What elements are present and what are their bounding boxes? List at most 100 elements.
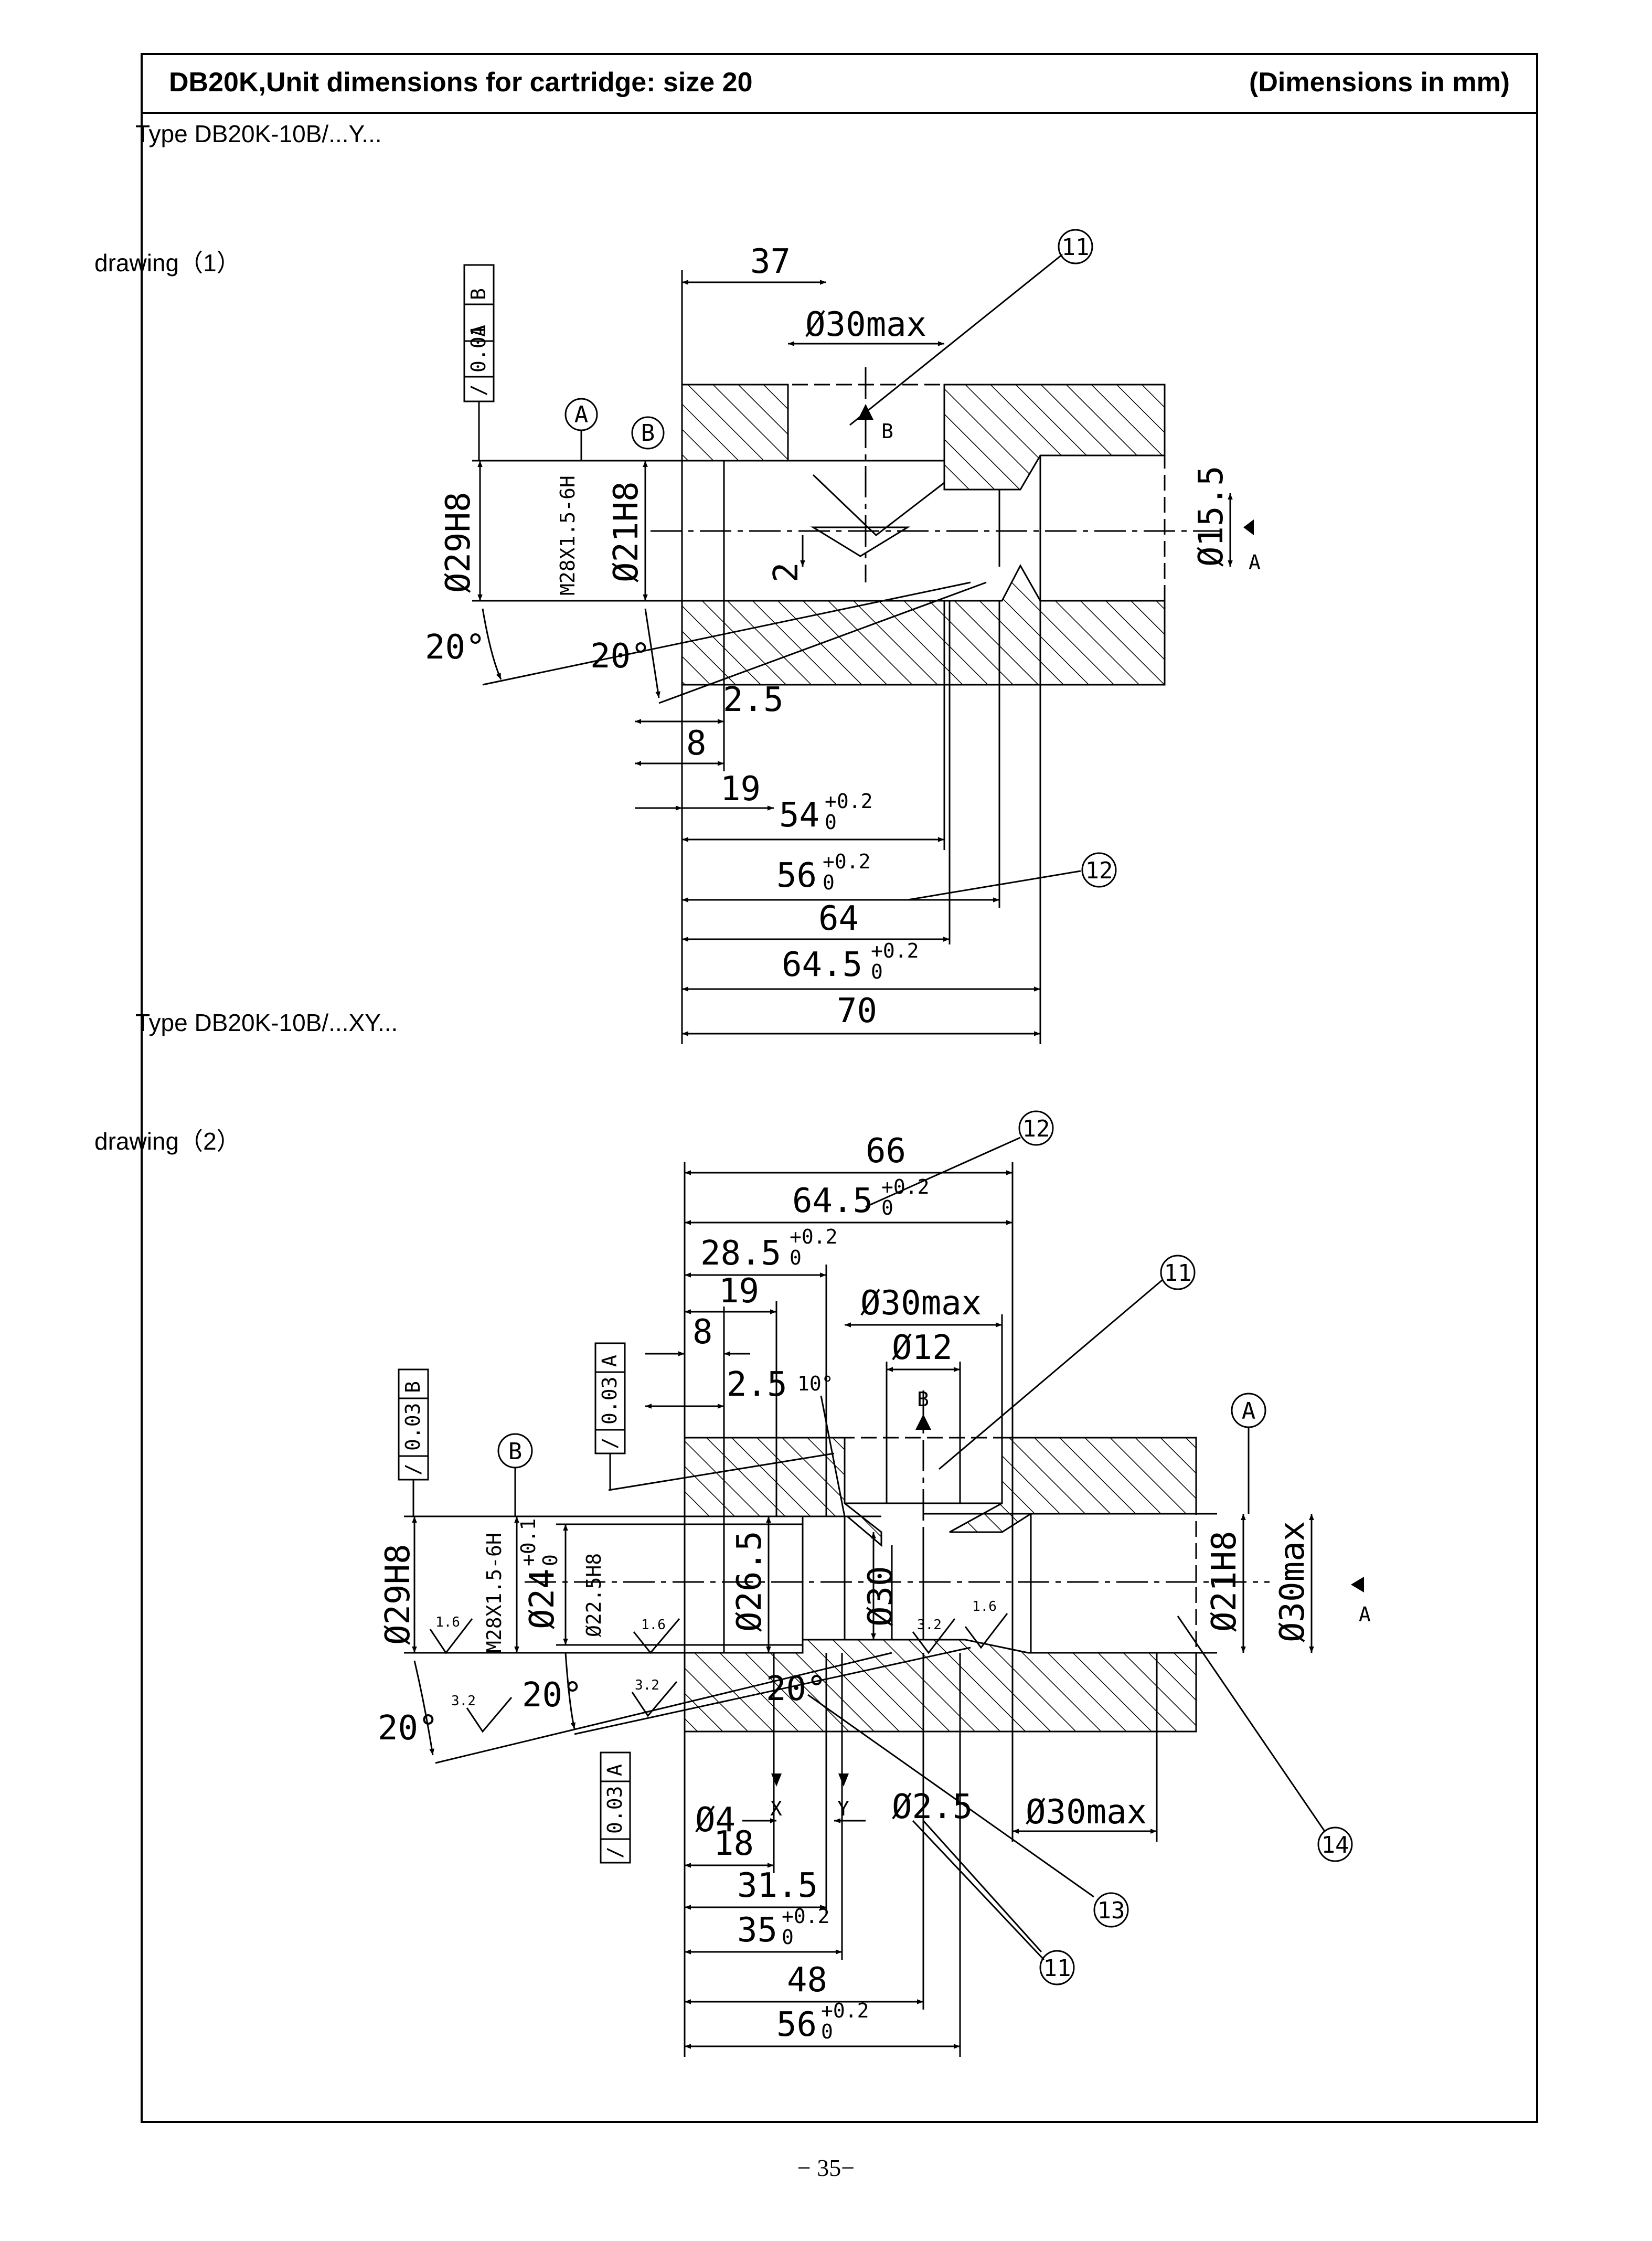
d2-callout-13: 13 bbox=[1097, 1897, 1125, 1924]
d2-dim-64-5-low: 0 bbox=[881, 1196, 893, 1219]
d2-dim-48: 48 bbox=[787, 1961, 827, 2000]
d2-dim-10deg: 10° bbox=[797, 1372, 834, 1395]
d2-fcf1-tol: 0.03 bbox=[401, 1403, 424, 1451]
d2-callout-11a: 11 bbox=[1164, 1260, 1192, 1287]
d1-dim-30max: Ø30max bbox=[805, 305, 926, 344]
d2-rough-3-2c: 3.2 bbox=[635, 1677, 659, 1693]
d1-dim-2: 2 bbox=[767, 562, 806, 582]
d1-fcf-ref1: A bbox=[467, 325, 490, 337]
d1-dim-20a: 20° bbox=[425, 628, 486, 667]
d2-dim-30max-r: Ø30max bbox=[1273, 1521, 1312, 1642]
d1-view-b: B bbox=[881, 420, 893, 443]
d1-cone bbox=[812, 474, 945, 536]
d2-dim-64-5: 64.5 bbox=[792, 1182, 873, 1220]
section2-drawing-label: drawing（2） bbox=[94, 1128, 241, 1155]
d2-port-y: Y bbox=[837, 1797, 849, 1820]
d1-dim-19: 19 bbox=[720, 770, 761, 809]
d1-dim-2-5: 2.5 bbox=[723, 681, 784, 719]
d1-dim-56-tol: +0.2 bbox=[823, 850, 871, 873]
d2-dim-30max-b: Ø30max bbox=[1026, 1793, 1147, 1832]
d2-dim-35-low: 0 bbox=[782, 1926, 794, 1949]
d1-dim-m28: M28X1.5-6H bbox=[556, 475, 579, 596]
d2-dim-8: 8 bbox=[692, 1313, 713, 1352]
d1-dim-64-5: 64.5 bbox=[782, 946, 862, 984]
d1-dim-56-low: 0 bbox=[823, 871, 835, 894]
d2-fcf2-tol: 0.03 bbox=[598, 1376, 621, 1425]
d2-fcf2-sym: / bbox=[598, 1437, 621, 1449]
d1-dim-64: 64 bbox=[818, 899, 859, 938]
d1-dim-29h8: Ø29H8 bbox=[439, 492, 478, 593]
d2-dim-m28: M28X1.5-6H bbox=[483, 1533, 506, 1653]
d1-fcf-sym: / bbox=[467, 384, 490, 396]
d1-outline bbox=[682, 384, 1166, 686]
d2-fcf1-ref: B bbox=[401, 1381, 424, 1393]
drawing1 bbox=[472, 253, 1233, 1044]
d2-dim-21h8: Ø21H8 bbox=[1205, 1531, 1244, 1632]
d1-body-top bbox=[681, 384, 1166, 491]
d1-dim-56: 56 bbox=[776, 856, 817, 895]
d2-dim-18: 18 bbox=[713, 1824, 754, 1863]
d2-dim-20c: 20° bbox=[766, 1670, 827, 1708]
d1-dim-64-5-low: 0 bbox=[871, 960, 883, 983]
d2-dim-24-low: 0 bbox=[539, 1554, 562, 1566]
d2-fcf-group bbox=[398, 1342, 631, 1864]
d1-dim-37: 37 bbox=[750, 242, 791, 281]
d2-dim-35: 35 bbox=[737, 1911, 777, 1950]
d1-view-a: A bbox=[1249, 551, 1261, 574]
d2-fcf3-ref: A bbox=[603, 1764, 626, 1776]
d1-fcf-tol: 0.01 bbox=[467, 324, 490, 373]
page-number: − 35− bbox=[797, 2154, 855, 2181]
drawing2 bbox=[404, 1137, 1326, 2057]
d2-dim-24: Ø24 bbox=[523, 1568, 562, 1629]
d1-callout-12: 12 bbox=[1085, 857, 1113, 884]
d2-dim-4: Ø4 bbox=[695, 1801, 736, 1840]
d2-dim-19: 19 bbox=[719, 1272, 759, 1311]
d1-dim-54-low: 0 bbox=[825, 811, 837, 834]
d2-dim-35-tol: +0.2 bbox=[782, 1905, 830, 1928]
page-title: DB20K,Unit dimensions for cartridge: siz… bbox=[169, 67, 753, 98]
d2-fcf2-ref: A bbox=[598, 1355, 621, 1367]
section2-type-label: Type DB20K-10B/...XY... bbox=[135, 1009, 398, 1036]
d2-dim-29h8: Ø29H8 bbox=[379, 1544, 418, 1645]
d2-datum-b: B bbox=[508, 1438, 523, 1465]
d2-datum-a: A bbox=[1242, 1398, 1256, 1425]
d2-dim-22-5: Ø22.5H8 bbox=[582, 1553, 605, 1637]
d2-rough-1-6c: 1.6 bbox=[972, 1599, 997, 1615]
d2-dim-31-5: 31.5 bbox=[737, 1866, 818, 1905]
d2-dim-28-5-tol: +0.2 bbox=[790, 1225, 838, 1248]
section1-type-label: Type DB20K-10B/...Y... bbox=[135, 120, 382, 147]
d1-dim-64-5-tol: +0.2 bbox=[871, 939, 919, 962]
page-frame: DB20K,Unit dimensions for cartridge: siz… bbox=[141, 53, 1538, 2123]
d2-dim-30max: Ø30max bbox=[860, 1284, 982, 1323]
d1-fcf bbox=[463, 264, 495, 461]
d2-port-x: X bbox=[770, 1797, 782, 1820]
d1-seat bbox=[810, 526, 911, 557]
d1-fcf-ref2: B bbox=[467, 288, 490, 300]
d2-fcf3-sym: / bbox=[603, 1846, 626, 1858]
d2-dim-30: Ø30 bbox=[861, 1566, 900, 1627]
d2-rough-1 bbox=[429, 1618, 473, 1654]
units-note: (Dimensions in mm) bbox=[1249, 67, 1510, 98]
d1-datum-a: A bbox=[574, 401, 589, 428]
d2-view-b: B bbox=[917, 1388, 929, 1411]
d1-dim-21h8: Ø21H8 bbox=[607, 481, 646, 582]
d2-dim-28-5: 28.5 bbox=[700, 1234, 781, 1273]
d1-dim-54-tol: +0.2 bbox=[825, 790, 873, 813]
d1-dim-70: 70 bbox=[837, 992, 877, 1031]
d1-dim-8: 8 bbox=[686, 724, 707, 763]
d2-rough-3-2a: 3.2 bbox=[917, 1617, 942, 1633]
d2-body-top bbox=[684, 1437, 1197, 1547]
d2-dim-66: 66 bbox=[866, 1132, 906, 1171]
d2-dim-12: Ø12 bbox=[892, 1329, 953, 1367]
d2-dim-26-5: Ø26.5 bbox=[730, 1531, 769, 1632]
d1-callout-11: 11 bbox=[1062, 234, 1090, 261]
d2-dim-24-tol: +0.1 bbox=[517, 1518, 540, 1566]
d2-dim-56: 56 bbox=[776, 2005, 817, 2044]
d1-dim-54: 54 bbox=[779, 796, 819, 835]
d2-dim-28-5-low: 0 bbox=[790, 1246, 802, 1269]
d2-view-a: A bbox=[1359, 1603, 1371, 1626]
d2-fcf3-tol: 0.03 bbox=[603, 1786, 626, 1834]
d2-callout-12: 12 bbox=[1022, 1116, 1050, 1142]
d2-callout-14: 14 bbox=[1321, 1832, 1349, 1858]
